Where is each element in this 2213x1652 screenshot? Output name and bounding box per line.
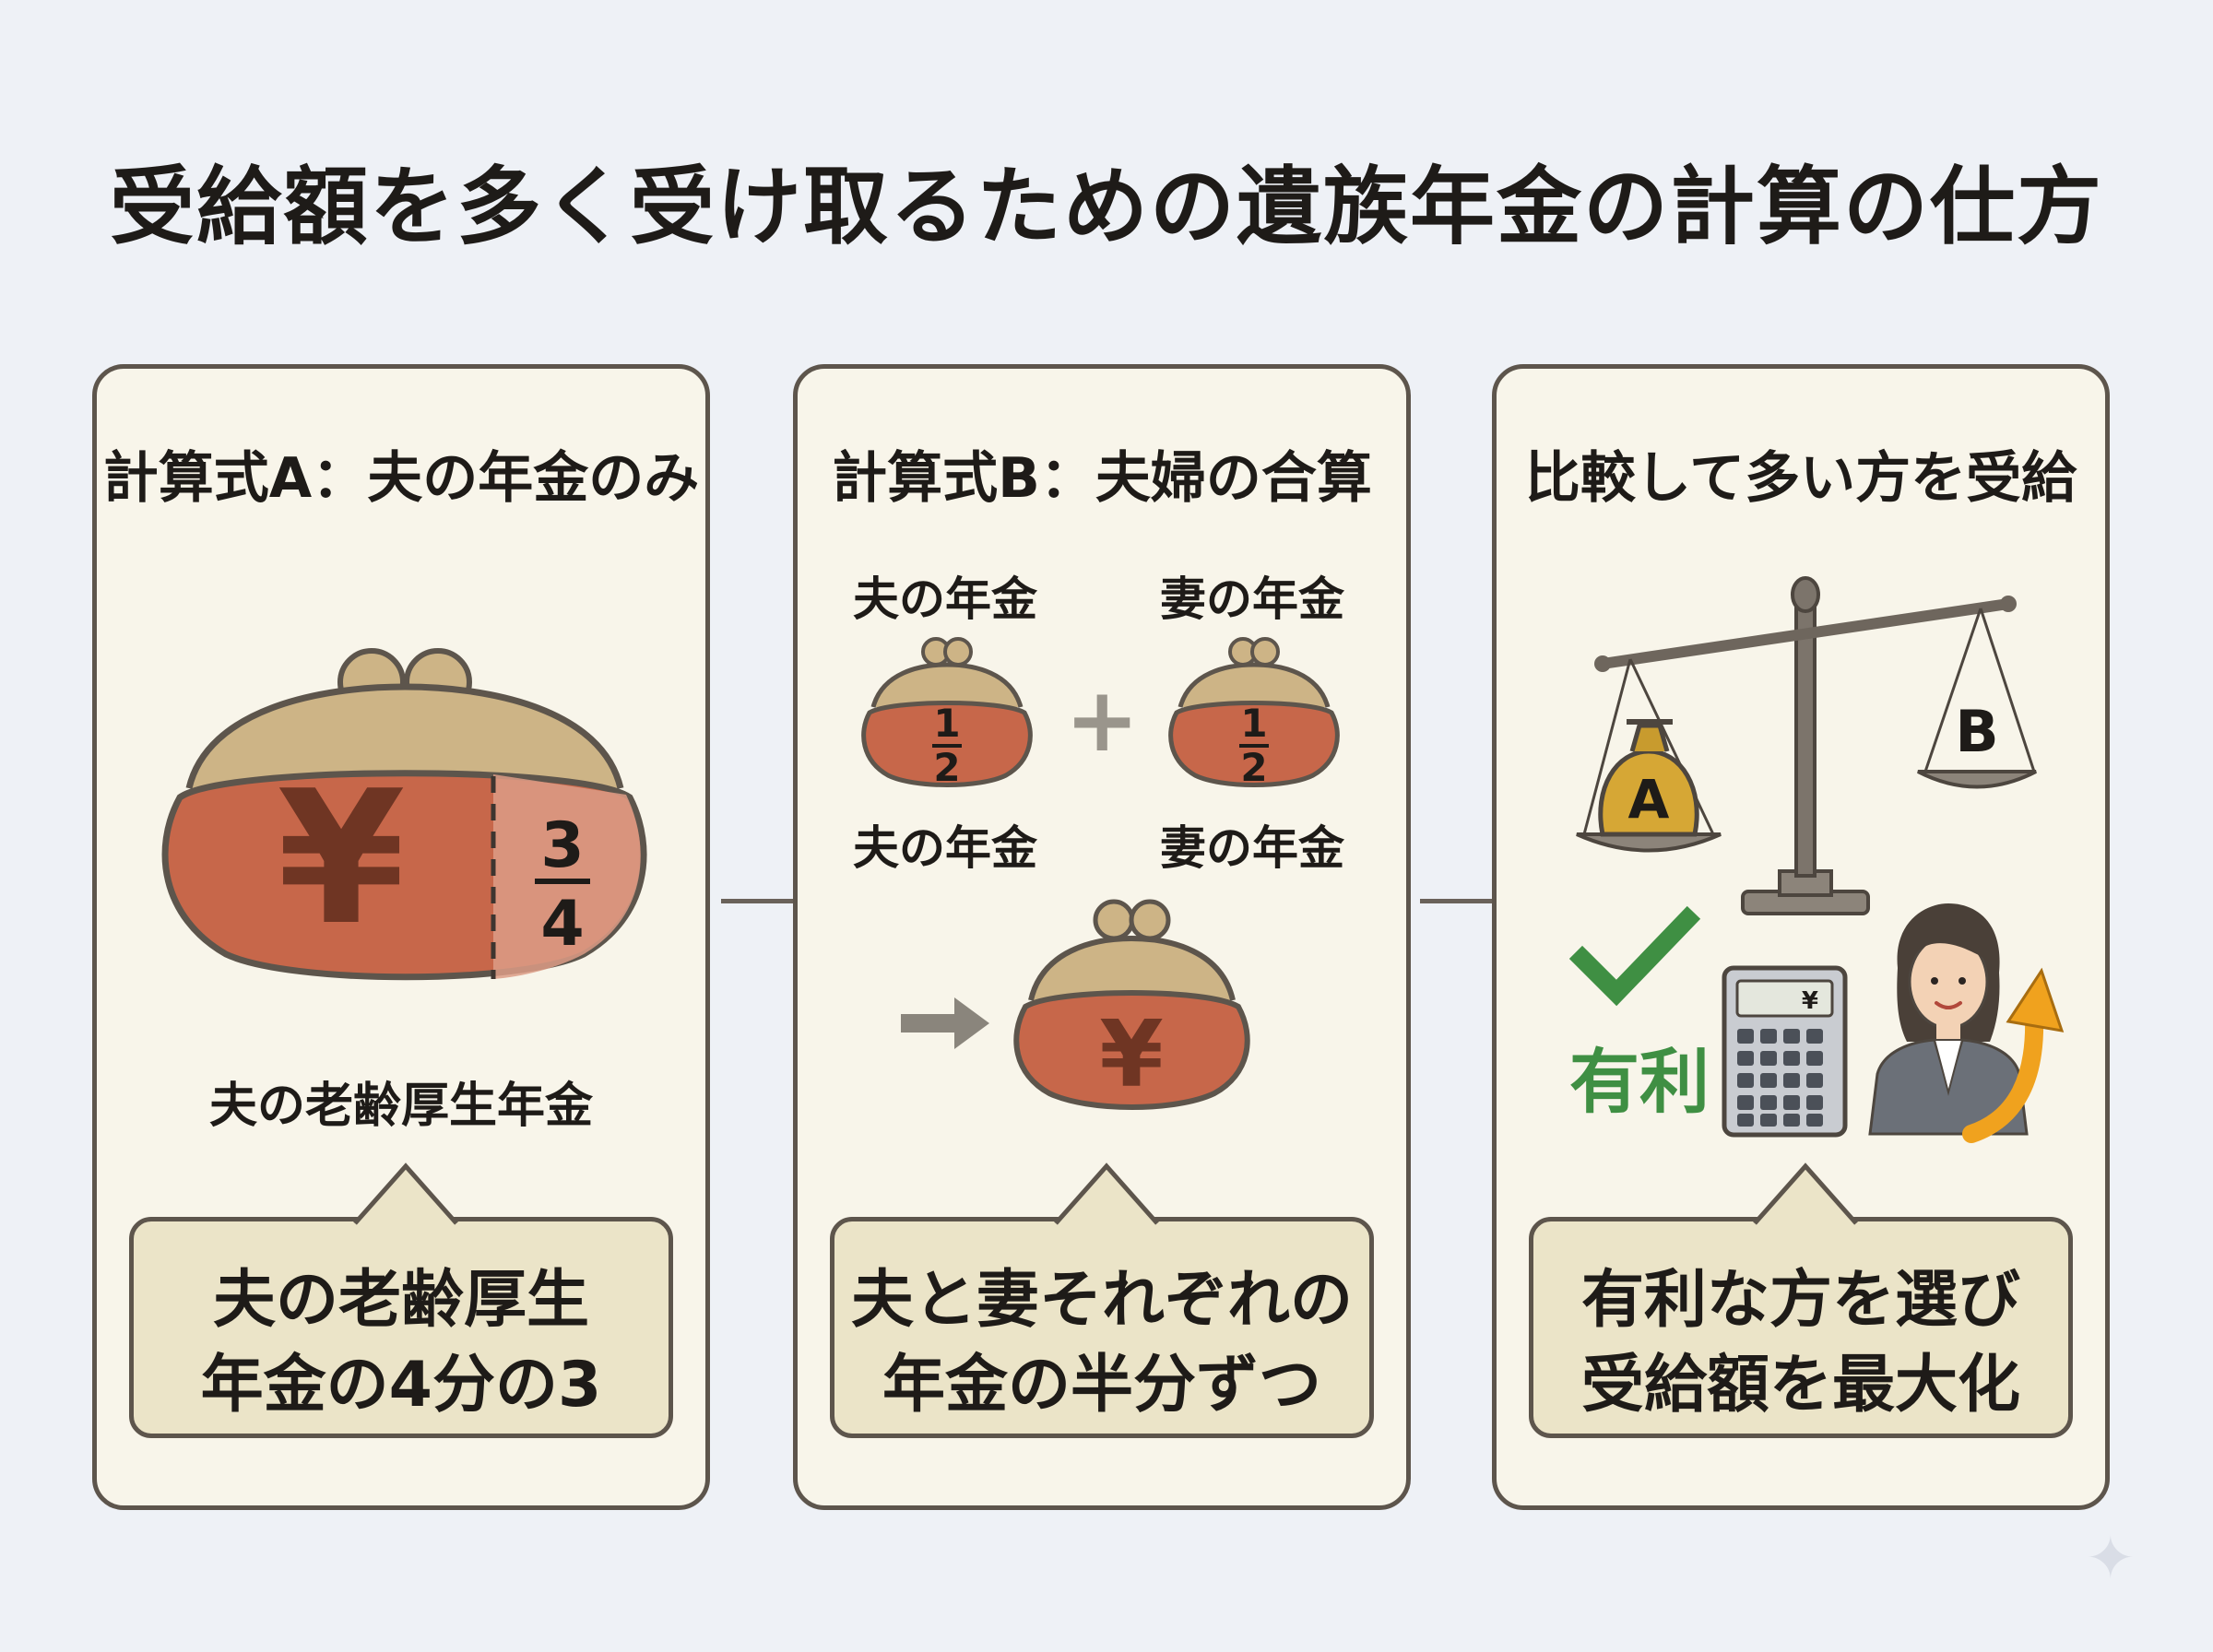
fraction-numerator: 3 [540, 809, 584, 882]
sparkle-icon: ✦ [2086, 1525, 2136, 1593]
arrow-right-icon [901, 997, 989, 1049]
purse-illustration-a: ¥ 3 4 [161, 648, 647, 981]
bag-label-a: A [1628, 768, 1670, 831]
panel-b-husband-label-bottom: 夫の年金 [853, 821, 1037, 875]
panel-a-caption: 夫の老齢厚生年金 [208, 1079, 593, 1134]
panel-formula-a: 計算式A：夫の年金のみ ¥ 3 4 夫の老齢厚生年金 夫の老齢厚生 年金の4分の… [92, 364, 710, 1510]
pan-label-b: B [1955, 698, 1998, 765]
connector-line-left [721, 899, 793, 903]
panel-b-wife-label-bottom: 妻の年金 [1160, 821, 1344, 875]
half-numerator: 1 [1240, 701, 1267, 746]
panel-a-callout-line2: 年金の4分の3 [200, 1349, 602, 1422]
callout-tail [1753, 1162, 1858, 1225]
callout-tail [353, 1162, 458, 1225]
purse-clasp-icon [185, 648, 624, 789]
fraction-denominator: 4 [540, 888, 584, 961]
panel-compare: 比較して多い方を受給 A B 有利 ¥ [1492, 364, 2110, 1510]
calculator-icon: ¥ [1722, 965, 1848, 1138]
panel-b-callout-line2: 年金の半分ずつ [882, 1349, 1321, 1422]
woman-avatar-icon [1868, 903, 2029, 1136]
callout-tail [1054, 1162, 1159, 1225]
panel-a-title: 計算式A：夫の年金のみ [102, 446, 700, 511]
panel-b-husband-label-top: 夫の年金 [853, 572, 1037, 626]
half-numerator: 1 [933, 701, 960, 746]
panel-c-callout: 有利な方を選び 受給額を最大化 [1529, 1162, 2073, 1438]
panel-b-title: 計算式B：夫婦の合算 [832, 446, 1372, 511]
panel-formula-b: 計算式B：夫婦の合算 夫の年金 妻の年金 1 2 + 1 2 夫の年金 妻の年金… [793, 364, 1411, 1510]
panel-a-callout-line1: 夫の老齢厚生 [212, 1264, 589, 1337]
panel-b-callout: 夫と妻それぞれの 年金の半分ずつ [830, 1162, 1374, 1438]
panel-a-callout: 夫の老齢厚生 年金の4分の3 [129, 1162, 673, 1438]
money-bag-icon [1598, 719, 1699, 837]
half-denominator: 2 [933, 745, 960, 790]
panel-b-callout-line1: 夫と妻それぞれの [850, 1264, 1353, 1337]
purse-wife-half: 1 2 [1168, 637, 1340, 790]
yen-symbol: ¥ [277, 751, 405, 966]
purse-combined-icon: ¥ [1013, 899, 1250, 1110]
plus-sign: + [1065, 668, 1140, 772]
panel-c-title: 比較して多い方を受給 [1524, 446, 2077, 511]
page-title: 受給額を多く受け取るための遺族年金の計算の仕方 [109, 158, 2103, 256]
panel-c-callout-line2: 受給額を最大化 [1580, 1349, 2020, 1422]
checkmark-icon [1568, 905, 1701, 1007]
calculator-yen: ¥ [1802, 987, 1818, 1015]
advantage-label: 有利 [1569, 1041, 1710, 1123]
half-denominator: 2 [1240, 745, 1267, 790]
balance-scale-icon: A B [1576, 576, 2037, 915]
purse-body-icon [161, 770, 647, 981]
panel-c-callout-line1: 有利な方を選び [1580, 1264, 2020, 1337]
panel-b-wife-label-top: 妻の年金 [1160, 572, 1344, 626]
purse-husband-half: 1 2 [861, 637, 1033, 790]
arrow-up-icon [1962, 967, 2065, 1143]
connector-line-right [1420, 899, 1492, 903]
yen-symbol: ¥ [1099, 1000, 1164, 1108]
